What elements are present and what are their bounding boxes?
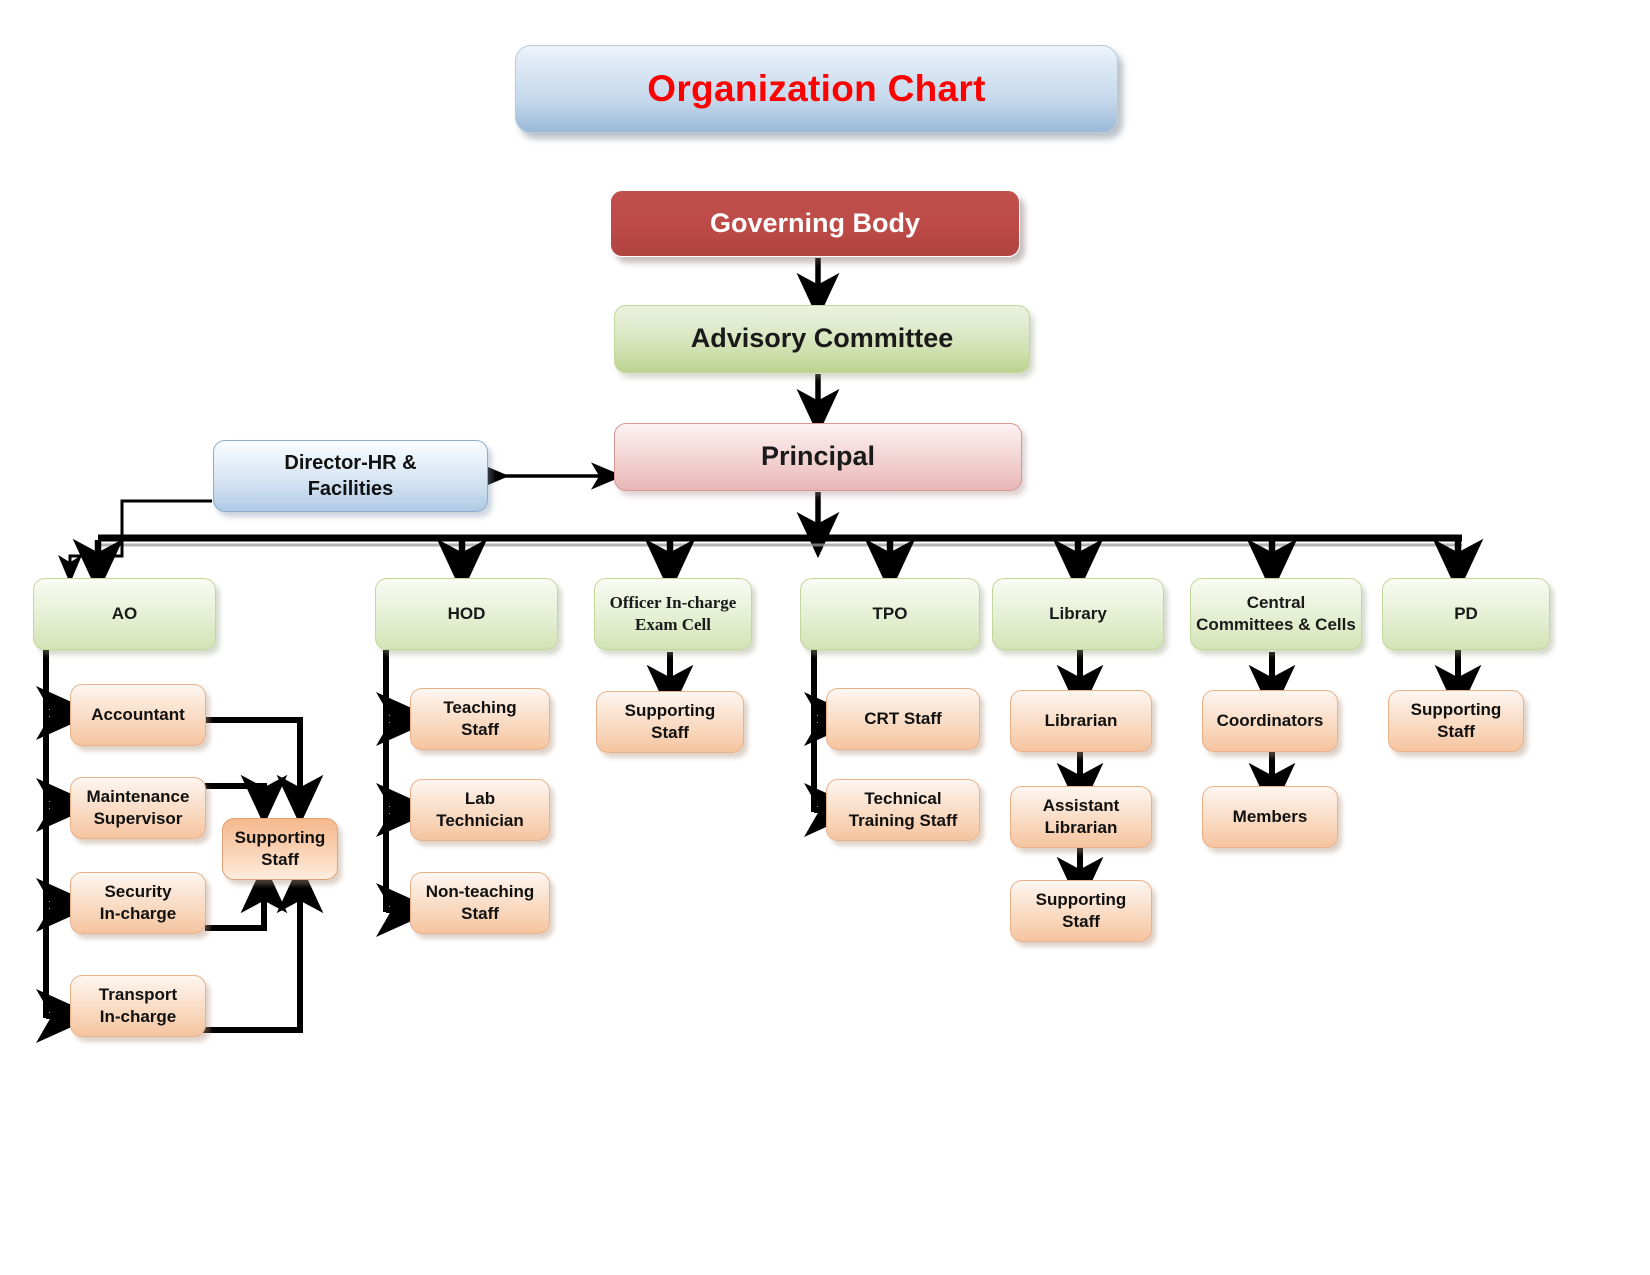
node-crt-staff[interactable]: CRT Staff bbox=[826, 688, 980, 750]
edge-ao-spine bbox=[36, 650, 96, 1043]
node-director-hr-facilities[interactable]: Director-HR & Facilities bbox=[213, 440, 488, 512]
edge-director-hr-to-ao bbox=[58, 499, 212, 584]
node-transport-incharge[interactable]: Transport In-charge bbox=[70, 975, 206, 1037]
edge-transport-to-supporting bbox=[202, 862, 324, 1033]
node-coordinators[interactable]: Coordinators bbox=[1202, 690, 1338, 752]
node-principal[interactable]: Principal bbox=[614, 423, 1022, 491]
node-library[interactable]: Library bbox=[992, 578, 1164, 650]
node-security-incharge[interactable]: Security In-charge bbox=[70, 872, 206, 934]
node-ao-supporting-staff[interactable]: Supporting Staff bbox=[222, 818, 338, 880]
node-technical-training-staff[interactable]: Technical Training Staff bbox=[826, 779, 980, 841]
node-officer-incharge-exam-cell[interactable]: Officer In-charge Exam Cell bbox=[594, 578, 752, 650]
edge-hod-spine bbox=[376, 650, 436, 937]
edge-accountant-to-supporting bbox=[197, 692, 324, 826]
node-members[interactable]: Members bbox=[1202, 786, 1338, 848]
node-assistant-librarian[interactable]: Assistant Librarian bbox=[1010, 786, 1152, 848]
edge-maintenance-to-supporting bbox=[205, 774, 288, 826]
node-maintenance-supervisor[interactable]: Maintenance Supervisor bbox=[70, 777, 206, 839]
node-pd[interactable]: PD bbox=[1382, 578, 1550, 650]
node-central-committees-cells[interactable]: Central Committees & Cells bbox=[1190, 578, 1362, 650]
node-ao[interactable]: AO bbox=[33, 578, 216, 650]
node-tpo[interactable]: TPO bbox=[800, 578, 980, 650]
node-pd-supporting-staff[interactable]: Supporting Staff bbox=[1388, 690, 1524, 752]
chart-title: Organization Chart bbox=[515, 45, 1118, 133]
node-advisory-committee[interactable]: Advisory Committee bbox=[614, 305, 1030, 373]
node-governing-body[interactable]: Governing Body bbox=[610, 190, 1020, 257]
node-library-supporting-staff[interactable]: Supporting Staff bbox=[1010, 880, 1152, 942]
node-exam-supporting-staff[interactable]: Supporting Staff bbox=[596, 691, 744, 753]
edge-security-to-supporting bbox=[205, 862, 288, 931]
node-non-teaching-staff[interactable]: Non-teaching Staff bbox=[410, 872, 550, 934]
node-teaching-staff[interactable]: Teaching Staff bbox=[410, 688, 550, 750]
node-hod[interactable]: HOD bbox=[375, 578, 558, 650]
edge-bus-drops bbox=[72, 538, 1484, 594]
node-librarian[interactable]: Librarian bbox=[1010, 690, 1152, 752]
node-lab-technician[interactable]: Lab Technician bbox=[410, 779, 550, 841]
node-accountant[interactable]: Accountant bbox=[70, 684, 206, 746]
